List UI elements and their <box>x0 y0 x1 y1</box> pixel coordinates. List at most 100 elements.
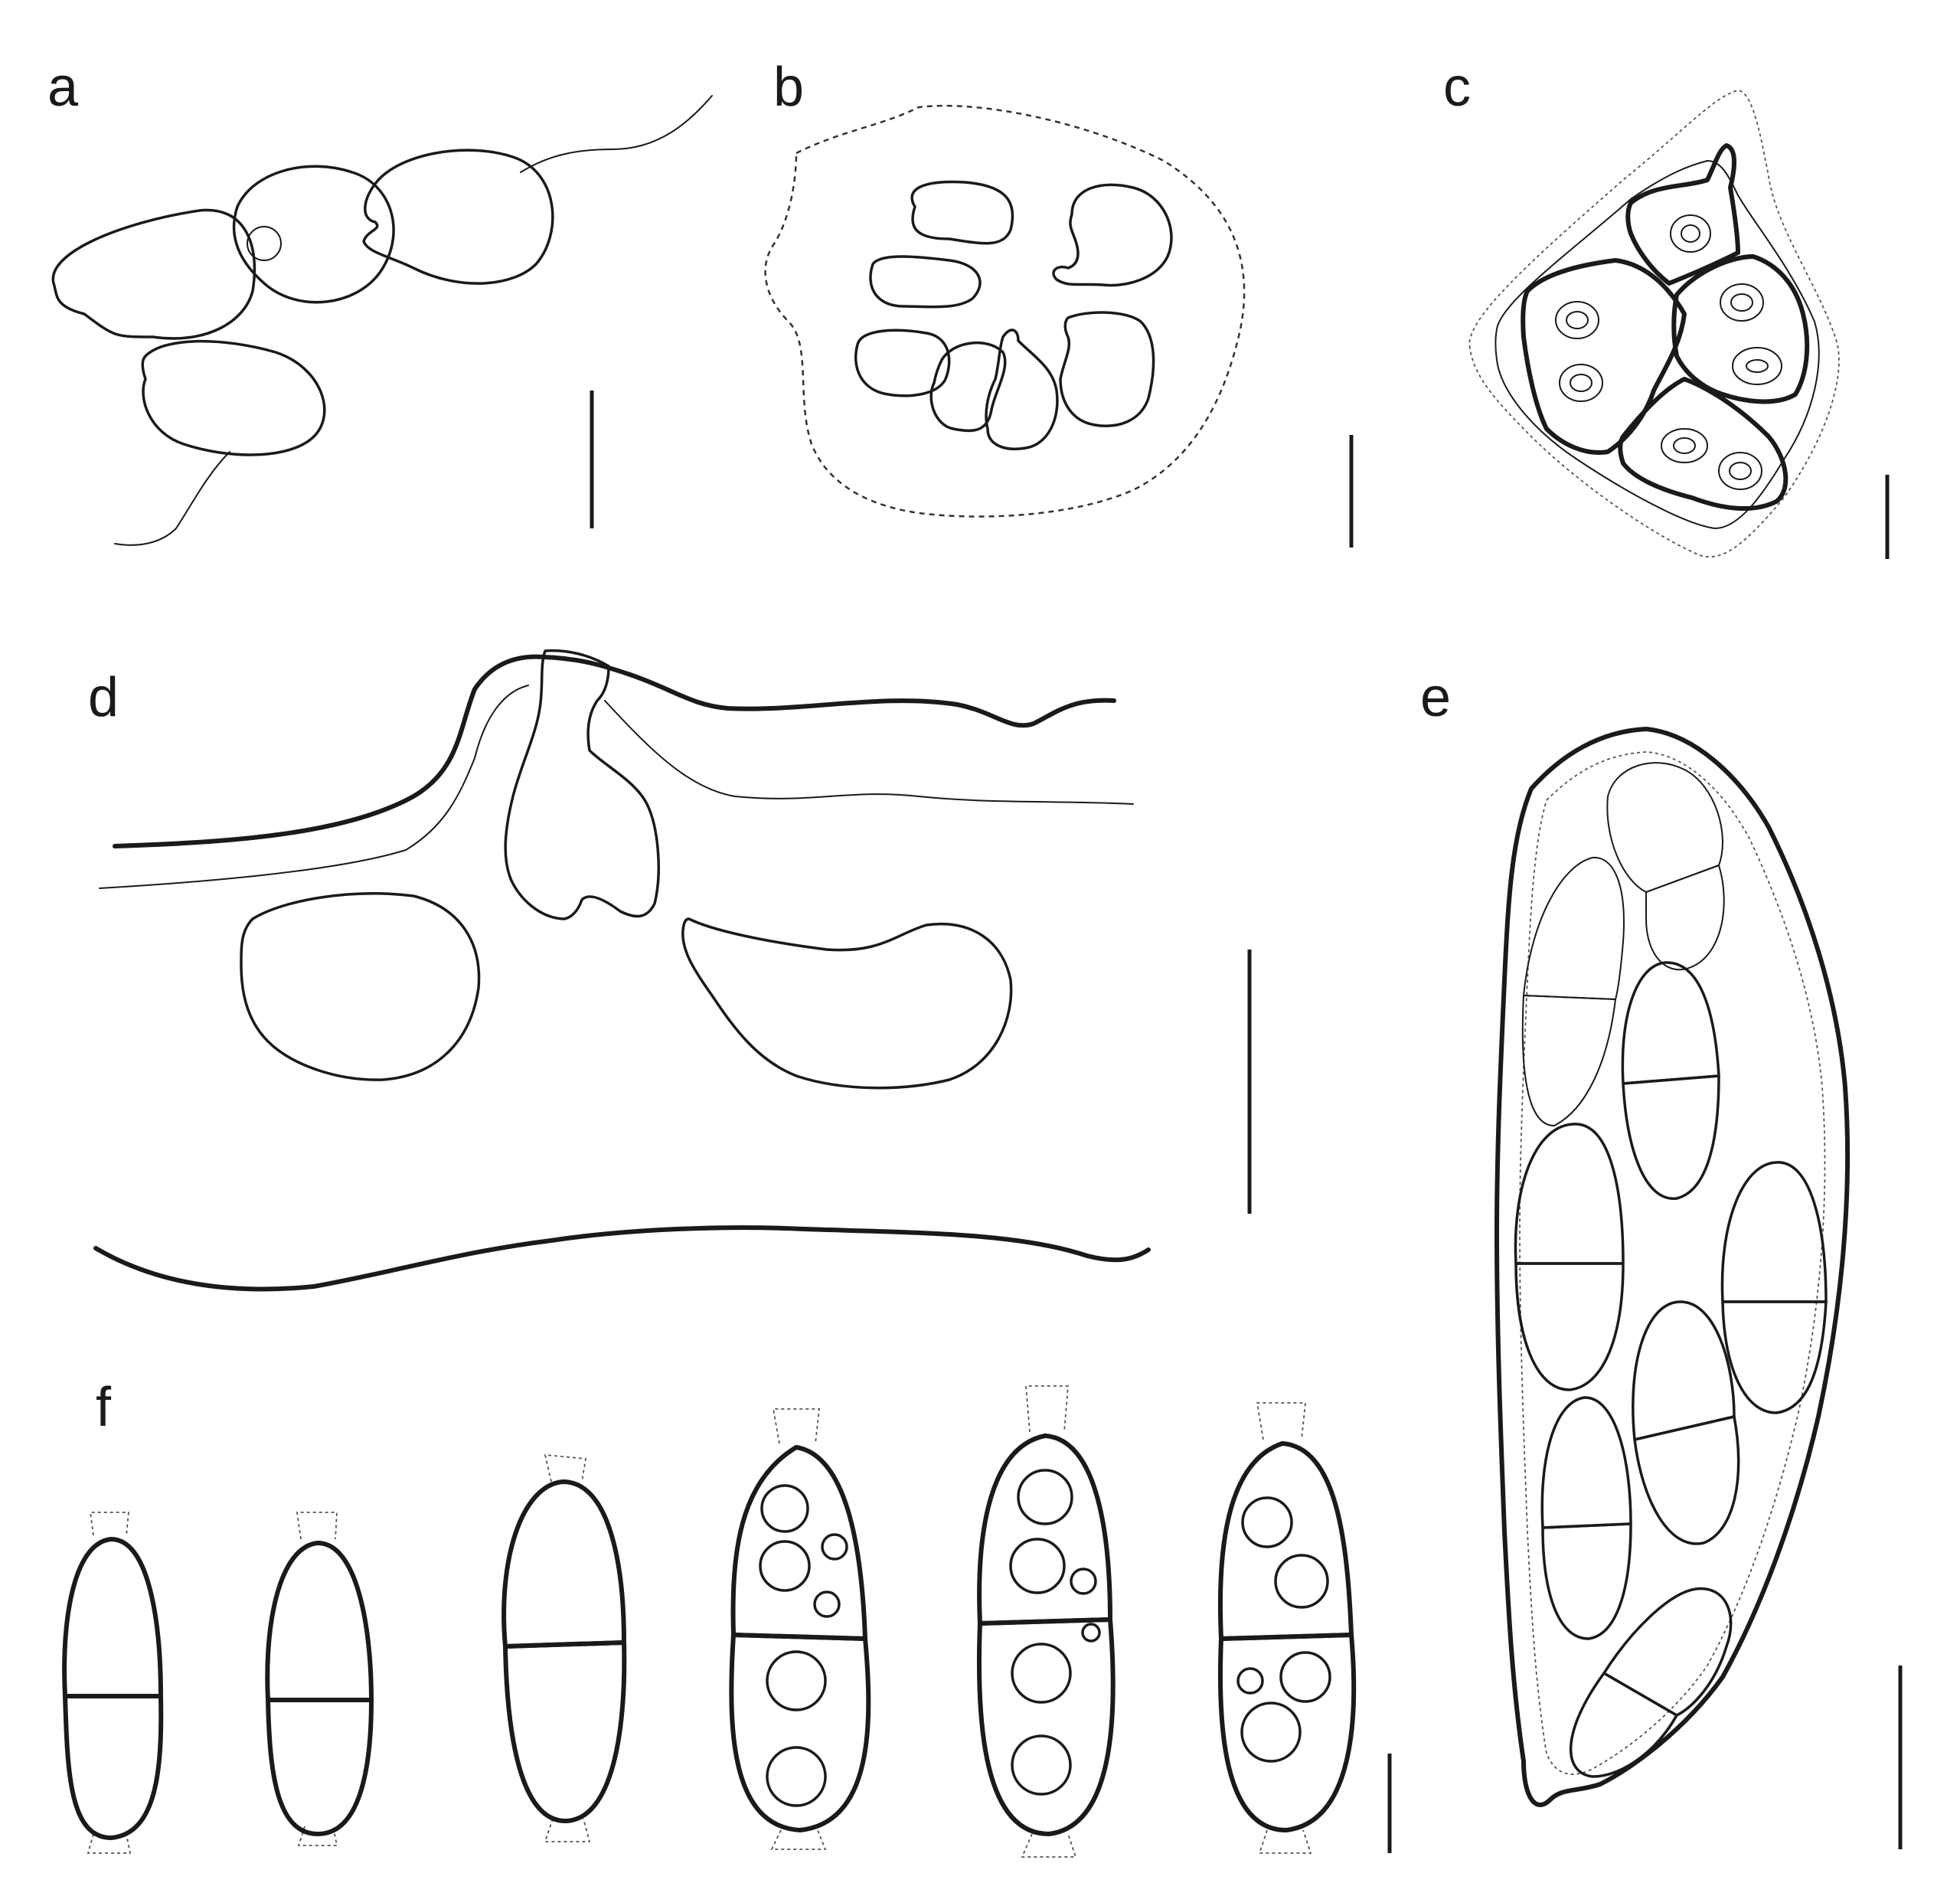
nucleus-core <box>1570 374 1592 392</box>
nucleus-ring <box>1732 347 1782 385</box>
panel-c-cell-bottom <box>1618 377 1788 511</box>
nucleus-ring <box>1718 452 1762 490</box>
gelatinous-appendage-bottom <box>1021 1833 1077 1858</box>
oil-droplet <box>1236 1667 1264 1695</box>
panel-c-cell-right <box>1671 254 1810 404</box>
panel-e-spores <box>1514 762 1828 1778</box>
spore-cell-upper <box>977 1433 1112 1626</box>
spore-cell-upper <box>730 1445 867 1641</box>
panel-c-nuclei <box>1555 214 1782 490</box>
panel-label-c: c <box>1443 57 1471 118</box>
panel-f-spore-6 <box>1217 1402 1357 1854</box>
panel-label-a: a <box>47 57 79 118</box>
nucleus-core <box>1681 224 1700 243</box>
panel-b-cell-3 <box>869 255 982 309</box>
panel-label-b: b <box>773 57 804 118</box>
panel-e: e <box>1420 667 1903 1849</box>
oil-droplet <box>766 1650 827 1711</box>
panel-a-cell-right <box>362 149 554 285</box>
spore-cell-lower <box>503 1640 627 1824</box>
panel-b-cell-7 <box>1059 311 1155 427</box>
panel-label-d: d <box>88 667 119 728</box>
nucleus-ring <box>1555 301 1599 339</box>
gelatinous-appendage-top <box>89 1512 129 1536</box>
panel-d-surface-inner <box>99 685 529 889</box>
panel-d-surface-outer <box>113 654 1116 848</box>
oil-droplet <box>1070 1567 1097 1595</box>
oil-droplet <box>813 1590 841 1618</box>
nucleus-core <box>1730 293 1753 312</box>
gelatinous-appendage-top <box>544 1453 587 1482</box>
spore-cell-upper <box>62 1537 163 1698</box>
panel-c-middle-sheath <box>1494 160 1820 529</box>
spore-cell-lower <box>976 1617 1116 1836</box>
oil-droplet <box>1011 1643 1072 1704</box>
spore-upper-half <box>1606 762 1723 893</box>
gelatinous-appendage-bottom <box>770 1829 827 1850</box>
panel-d-cell-right <box>681 917 1013 1090</box>
oil-droplet <box>1081 1623 1101 1643</box>
panel-a-cell-bottom <box>141 339 326 456</box>
panel-f-spore-5 <box>976 1385 1116 1858</box>
panel-c-cell-top <box>1625 143 1740 286</box>
spore-lower-half <box>1645 865 1725 971</box>
nucleus-ring <box>1720 283 1764 322</box>
panel-e-inner-wall <box>1519 751 1826 1775</box>
gelatinous-appendage-bottom <box>1258 1829 1312 1854</box>
oil-droplet <box>766 1746 827 1807</box>
panel-d-cell-left <box>240 892 481 1081</box>
panel-label-e: e <box>1420 667 1451 728</box>
nucleus-core <box>1729 462 1752 480</box>
spore-upper-half <box>1720 1161 1828 1303</box>
panel-c-cell-left <box>1521 258 1687 455</box>
spore-upper-half <box>1602 1587 1733 1717</box>
gelatinous-appendage-top <box>1256 1402 1306 1440</box>
nucleus-ring <box>1670 214 1711 253</box>
spore-upper-half <box>1523 856 1625 1000</box>
spore-upper-half <box>1632 1300 1736 1441</box>
panel-c-outer-sheath <box>1468 90 1840 558</box>
spore-lower-half <box>1521 995 1616 1126</box>
panel-f-spore-3 <box>501 1453 627 1842</box>
spore-cell-upper <box>501 1479 626 1649</box>
panel-d-surface-inner-right <box>604 700 1134 805</box>
gelatinous-appendage-top <box>1025 1385 1069 1433</box>
spore-lower-half <box>1721 1300 1828 1414</box>
panel-e-ascus-wall <box>1494 727 1851 1807</box>
spore-lower-half <box>1514 1262 1625 1391</box>
spore-cell-lower <box>1217 1633 1357 1832</box>
panel-d-lower-boundary <box>93 1225 1151 1292</box>
spore-cell-lower <box>63 1694 164 1840</box>
panel-label-f: f <box>96 1377 112 1438</box>
panel-d: d <box>88 649 1252 1292</box>
oil-droplet <box>1241 1496 1293 1548</box>
nucleus-core <box>1566 311 1589 329</box>
panel-b-cell-2 <box>1052 183 1173 287</box>
spore-upper-half <box>1621 961 1720 1085</box>
panel-c: c <box>1443 57 1890 559</box>
spore-cell-lower <box>729 1633 871 1832</box>
oil-droplet <box>1017 1469 1073 1525</box>
nucleus-ring <box>1661 428 1708 463</box>
gelatinous-appendage-bottom <box>297 1826 338 1846</box>
panel-b-cell-5 <box>929 342 1007 433</box>
panel-a-hypha-bottom <box>114 451 230 546</box>
spore-upper-half <box>1540 1396 1632 1529</box>
nucleus-core <box>1673 437 1696 454</box>
oil-droplet <box>821 1533 848 1561</box>
spore-lower-half <box>1570 1672 1678 1778</box>
panel-b-outline <box>764 104 1246 518</box>
oil-droplet <box>1009 1538 1066 1594</box>
spore-cell-upper <box>1217 1441 1354 1641</box>
gelatinous-appendage-bottom <box>544 1818 591 1842</box>
panel-f-spore-4 <box>729 1408 871 1850</box>
panel-f: f <box>62 1377 1392 1858</box>
spore-cell-lower <box>266 1698 374 1836</box>
gelatinous-appendage-top <box>772 1408 821 1444</box>
panel-d-ostiole <box>504 649 660 920</box>
nucleus-ring <box>1559 364 1603 402</box>
oil-droplet <box>1274 1554 1329 1609</box>
panel-b-cell-6 <box>985 329 1059 450</box>
oil-droplet <box>1279 1651 1331 1703</box>
